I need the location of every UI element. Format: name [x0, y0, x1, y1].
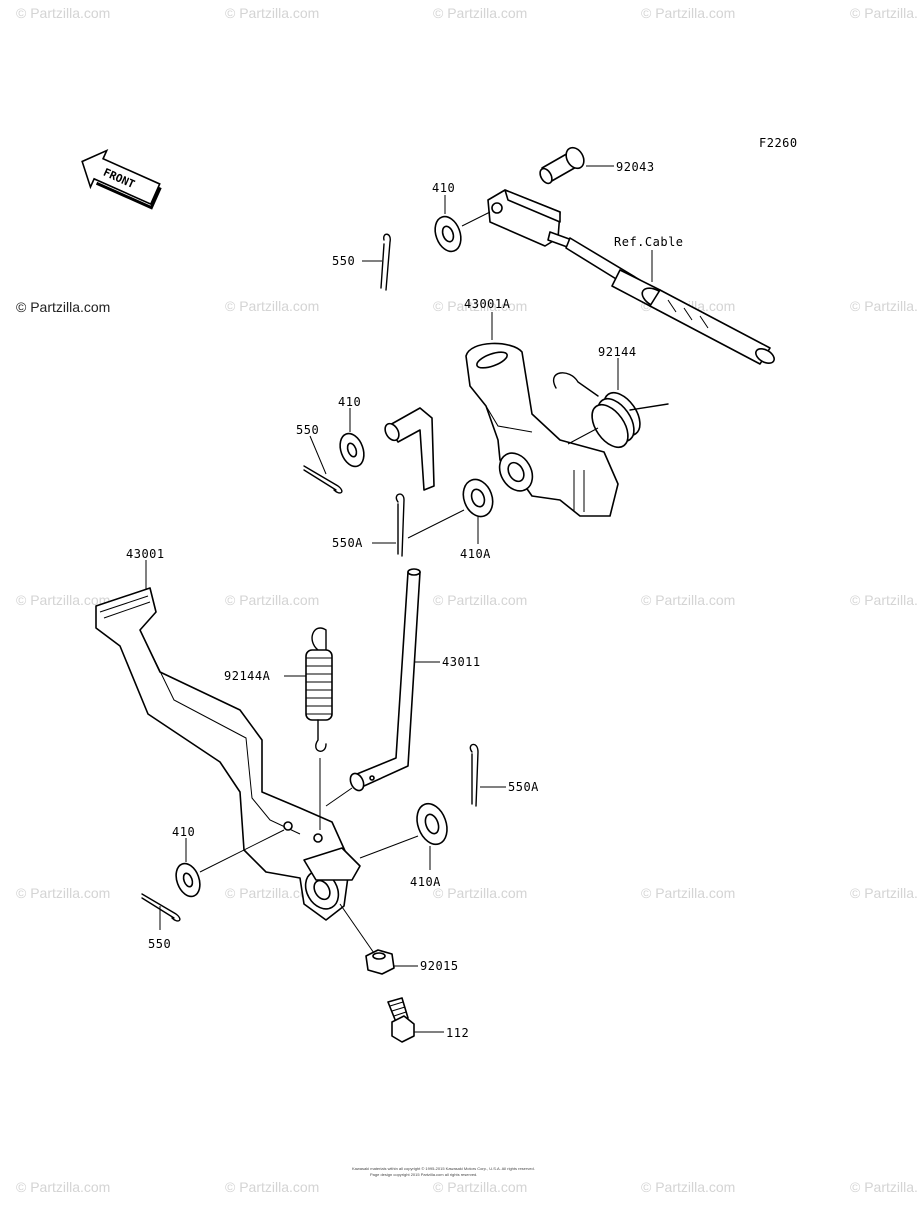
watermark: © Partzilla.com: [16, 885, 110, 901]
watermark: © Partzilla.com: [16, 592, 110, 608]
watermark: © Partzilla.com: [225, 5, 319, 21]
cotter-pin-550-top: [380, 233, 391, 291]
cotter-pin-550A-mid: [395, 493, 405, 557]
spring-92144A: [305, 627, 333, 752]
brake-arm-43001A: [465, 342, 619, 517]
watermark: © Partzilla.com: [433, 885, 527, 901]
watermark: © Partzilla.com: [641, 5, 735, 21]
watermark: © Partzilla.com: [433, 298, 527, 314]
washer-410-low: [175, 862, 201, 898]
callout-43001: 43001: [126, 547, 165, 561]
bolt-112: [387, 997, 415, 1043]
callout-410-low: 410: [172, 825, 195, 839]
callout-550-low: 550: [148, 937, 171, 951]
watermark: © Partzilla.com: [225, 298, 319, 314]
washer-410A-low: [416, 802, 448, 846]
watermark: © Partzilla.com: [16, 5, 110, 21]
callout-43001A: 43001A: [464, 297, 511, 311]
watermark: © Partzilla.com: [850, 1179, 917, 1195]
cotter-pin-550-low: [141, 893, 181, 922]
callout-92015: 92015: [420, 959, 459, 973]
figure-code: F2260: [759, 136, 798, 150]
callout-410-mid: 410: [338, 395, 361, 409]
spring-92144: [553, 372, 669, 449]
watermark-main: © Partzilla.com: [16, 299, 110, 315]
callout-550A-mid: 550A: [332, 536, 363, 550]
callout-550-top: 550: [332, 254, 355, 268]
callout-410A-mid: 410A: [460, 547, 491, 561]
pin-92043: [539, 146, 585, 185]
callout-550A-low: 550A: [508, 780, 539, 794]
watermark: © Partzilla.com: [225, 885, 319, 901]
watermark: © Partzilla.com: [433, 592, 527, 608]
washer-410-mid: [339, 432, 365, 468]
watermark: © Partzilla.com: [641, 1179, 735, 1195]
watermark: © Partzilla.com: [850, 5, 917, 21]
callout-43011: 43011: [442, 655, 481, 669]
watermark: © Partzilla.com: [641, 885, 735, 901]
copyright-line-1: Kawasaki materials within all copyright …: [352, 1166, 535, 1171]
callout-92144A: 92144A: [224, 669, 271, 683]
washer-410-top: [434, 215, 462, 253]
watermark: © Partzilla.com: [16, 1179, 110, 1195]
watermark: © Partzilla.com: [225, 592, 319, 608]
brake-rod-43011: [349, 568, 421, 792]
front-arrow-icon: FRONT: [81, 148, 162, 210]
washer-410A-mid: [462, 478, 494, 518]
callout-410A-low: 410A: [410, 875, 441, 889]
callout-92043: 92043: [616, 160, 655, 174]
watermark: © Partzilla.com: [850, 592, 917, 608]
cable: [565, 237, 775, 365]
cotter-pin-550A-low: [469, 743, 479, 807]
brake-pedal-43001: [95, 587, 361, 921]
watermark-grid: © Partzilla.com © Partzilla.com © Partzi…: [16, 5, 917, 1195]
cotter-pin-550-mid: [303, 465, 343, 494]
pin-rod-upper: [384, 407, 435, 491]
watermark: © Partzilla.com: [225, 1179, 319, 1195]
callout-112: 112: [446, 1026, 469, 1040]
watermark: © Partzilla.com: [641, 592, 735, 608]
watermark: © Partzilla.com: [850, 298, 917, 314]
watermark: © Partzilla.com: [433, 5, 527, 21]
callout-410-top: 410: [432, 181, 455, 195]
callout-ref-cable: Ref.Cable: [614, 235, 684, 249]
clevis: [487, 189, 573, 249]
nut-92015: [365, 949, 395, 975]
copyright-line-2: Page design copyright 2015 Partzilla.com…: [370, 1172, 477, 1177]
callout-550-mid: 550: [296, 423, 319, 437]
callout-92144: 92144: [598, 345, 637, 359]
watermark: © Partzilla.com: [850, 885, 917, 901]
watermark: © Partzilla.com: [433, 1179, 527, 1195]
